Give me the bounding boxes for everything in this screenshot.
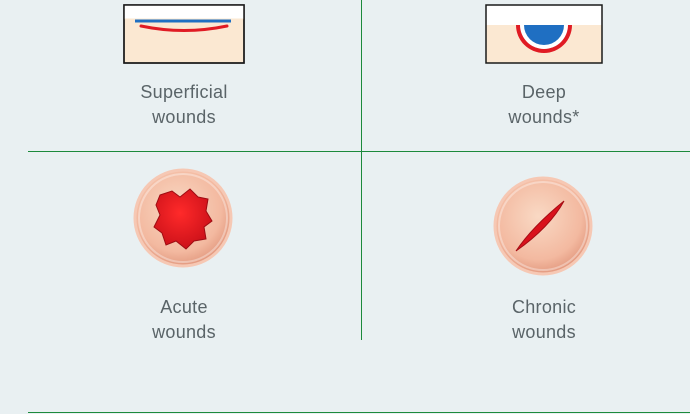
bottom-divider bbox=[28, 412, 690, 413]
superficial-wounds-label: Superficial wounds bbox=[64, 80, 304, 130]
superficial-wound-icon bbox=[123, 4, 245, 66]
horizontal-divider bbox=[28, 151, 690, 152]
chronic-wound-icon bbox=[492, 175, 594, 277]
chronic-wounds-label: Chronic wounds bbox=[424, 295, 664, 345]
acute-wounds-label: Acute wounds bbox=[64, 295, 304, 345]
vertical-divider bbox=[361, 0, 362, 340]
deep-wounds-label: Deep wounds* bbox=[424, 80, 664, 130]
deep-wound-icon bbox=[485, 4, 603, 66]
acute-wound-icon bbox=[132, 167, 234, 269]
